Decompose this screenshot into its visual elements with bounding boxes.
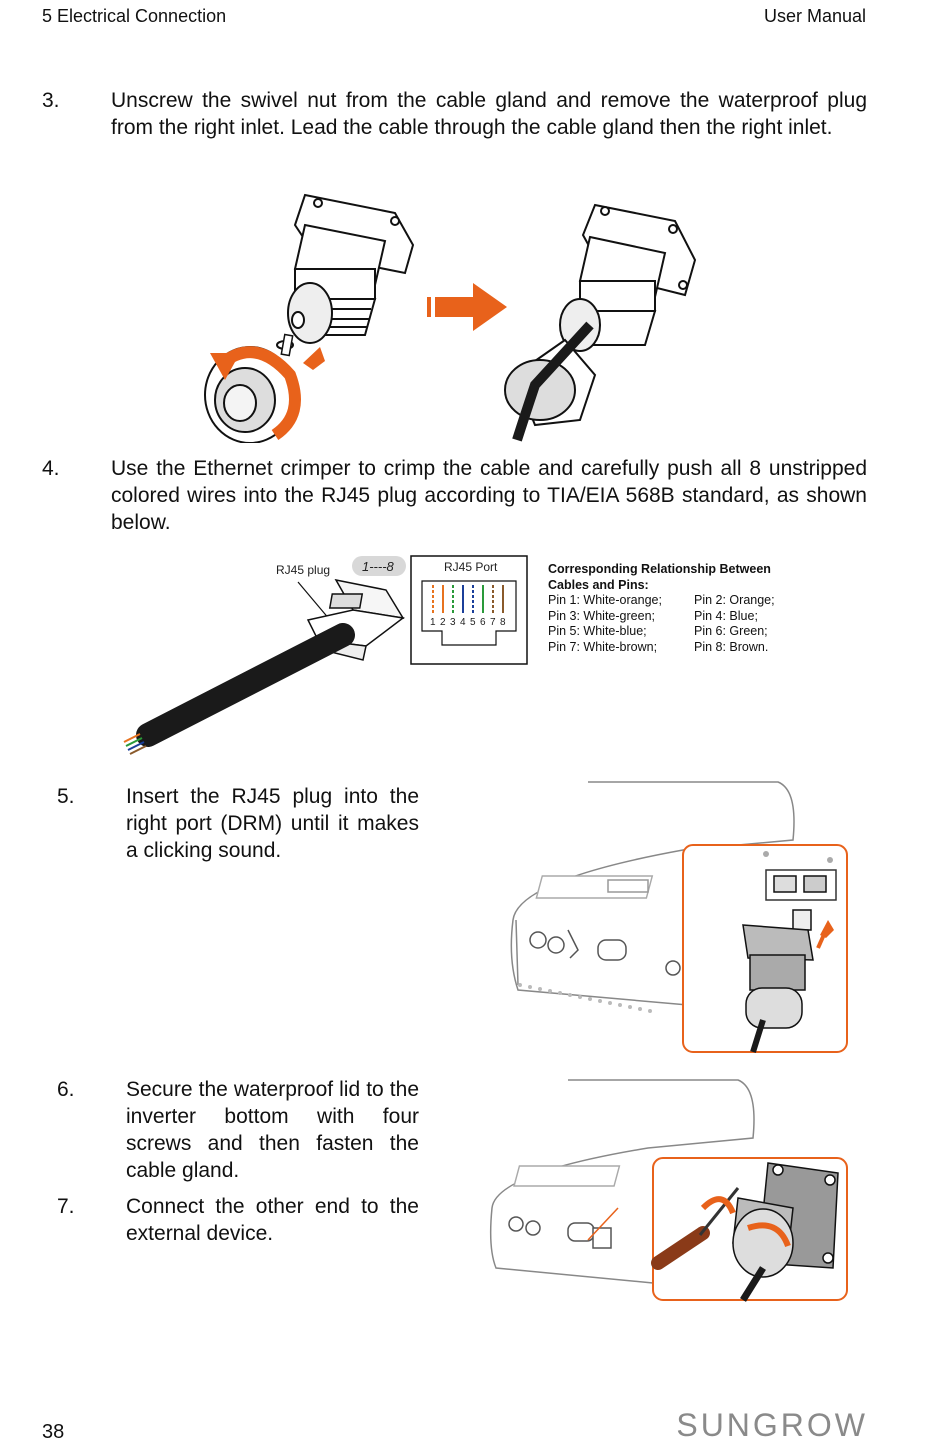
pin-relationship: Corresponding Relationship Between Cable…	[548, 562, 775, 655]
rj45-plug-label: RJ45 plug	[276, 563, 330, 577]
step-text: Connect the other end to the external de…	[126, 1195, 419, 1245]
page-number: 38	[42, 1421, 65, 1443]
inverter-body	[510, 781, 795, 1006]
document-title: User Manual	[763, 6, 866, 26]
pin-number: 3	[450, 617, 456, 628]
sungrow-logo: SUNGROW	[676, 1407, 868, 1443]
step-text: Use the Ethernet crimper to crimp the ca…	[111, 457, 867, 534]
step-text: Unscrew the swivel nut from the cable gl…	[111, 89, 867, 139]
pin-entry: Pin 6: Green;	[694, 624, 768, 638]
pin-number: 2	[440, 617, 446, 628]
pin-entry: Pin 2: Orange;	[694, 593, 775, 607]
relationship-subtitle: Cables and Pins:	[548, 577, 649, 592]
rotate-arrow-icon	[747, 1222, 791, 1248]
pin-number: 6	[480, 617, 486, 628]
pin-entry: Pin 5: White-blue;	[548, 624, 647, 638]
callout-detail	[732, 1162, 839, 1278]
step-text: Insert the RJ45 plug into the right port…	[126, 785, 419, 862]
pin-row: Pin 1: White-orange; Pin 2: Orange;	[548, 593, 775, 609]
pin-row: Pin 7: White-brown; Pin 8: Brown.	[548, 640, 775, 656]
callout-detail	[742, 851, 837, 1029]
pin-range-label: 1----8	[362, 559, 395, 574]
cable	[740, 1266, 766, 1302]
cable	[750, 1019, 766, 1053]
step-text: Secure the waterproof lid to the inverte…	[126, 1078, 419, 1182]
step-number: 5.	[57, 785, 75, 808]
pin-number: 8	[500, 617, 506, 628]
relationship-title: Corresponding Relationship Between	[548, 562, 771, 576]
pin-row: Pin 3: White-green; Pin 4: Blue;	[548, 609, 775, 625]
pin-range-badge	[352, 556, 406, 576]
arrow-icon	[210, 353, 240, 380]
cable-gland-illustration	[204, 193, 697, 443]
step-number: 4.	[42, 457, 60, 480]
pin-number: 5	[470, 617, 476, 628]
pin-row: Pin 5: White-blue; Pin 6: Green;	[548, 624, 775, 640]
cable	[512, 321, 594, 442]
rj45-port-label: RJ45 Port	[444, 560, 498, 574]
step-number: 7.	[57, 1195, 75, 1218]
screwdriver-icon	[651, 1187, 740, 1270]
rotate-arrow-icon	[216, 346, 301, 440]
rj45-plug-illustration: RJ45 plug 1----8	[123, 556, 406, 755]
wire-ends	[123, 733, 147, 755]
inverter-fins	[518, 983, 652, 1013]
pin-entry: Pin 1: White-orange;	[548, 593, 662, 607]
pin-entry: Pin 4: Blue;	[694, 608, 758, 623]
inverter-connectors	[508, 1216, 612, 1249]
ethernet-cable	[136, 623, 355, 747]
step-number: 3.	[42, 89, 60, 112]
pin-entry: Pin 7: White-brown;	[548, 639, 658, 654]
pin-number: 7	[490, 617, 496, 628]
pin-entry: Pin 3: White-green;	[548, 608, 655, 623]
rotate-arrow-icon	[700, 1196, 736, 1215]
gland-assembled	[504, 203, 697, 427]
inverter-body	[489, 1079, 755, 1284]
pin-entry: Pin 8: Brown.	[694, 639, 769, 654]
inverter-rj45-insert-illustration	[510, 781, 848, 1053]
section-title: 5 Electrical Connection	[42, 6, 227, 26]
inverter-connectors	[529, 929, 681, 976]
pin-number: 4	[460, 617, 466, 628]
port-wires	[432, 585, 504, 613]
pin-number: 1	[430, 617, 436, 628]
process-arrow-icon	[427, 283, 507, 331]
gland-open	[204, 193, 415, 443]
inverter-lid-screw-illustration	[489, 1079, 848, 1302]
step-number: 6.	[57, 1078, 75, 1101]
